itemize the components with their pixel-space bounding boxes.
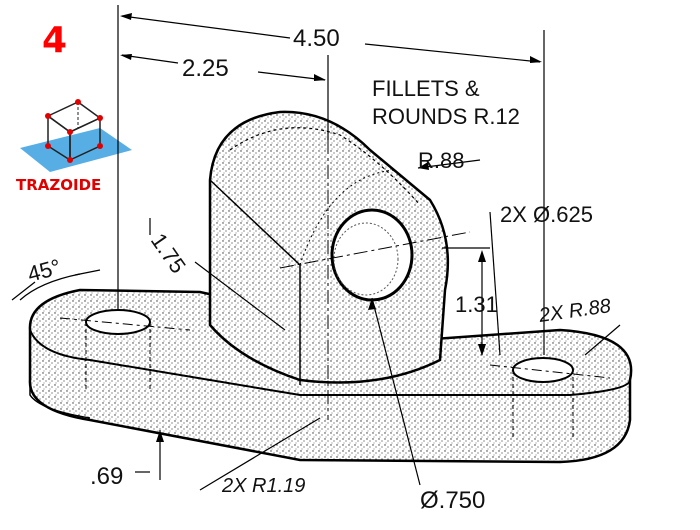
left-small-hole bbox=[85, 309, 151, 390]
dim-base-end-radius: 2X R.88 bbox=[537, 295, 613, 327]
dim-hole-height: 1.31 bbox=[455, 292, 498, 317]
dimension-lines bbox=[11, 5, 621, 491]
figure-number: 4 bbox=[42, 20, 67, 61]
note-fillets-line1: FILLETS & bbox=[372, 76, 480, 101]
brand-name: TRAZOIDE bbox=[16, 176, 101, 194]
upright-boss bbox=[208, 110, 450, 385]
cube-on-plane-icon bbox=[20, 99, 132, 172]
dim-half-length: 2.25 bbox=[182, 55, 229, 82]
dim-overall-length: 4.50 bbox=[293, 25, 340, 52]
dim-upright-height: 1.75 bbox=[146, 229, 191, 278]
dim-big-hole: Ø.750 bbox=[420, 487, 485, 514]
dim-upright-radius: R.88 bbox=[418, 148, 464, 173]
right-small-hole bbox=[512, 357, 574, 440]
large-hole bbox=[330, 208, 414, 302]
dim-small-holes: 2X Ø.625 bbox=[500, 202, 593, 227]
dim-angle: 45° bbox=[25, 254, 64, 287]
dim-base-side-radius: 2X R1.19 bbox=[221, 475, 305, 497]
centerlines bbox=[59, 90, 611, 420]
dim-base-thickness: .69 bbox=[90, 463, 123, 490]
note-fillets-line2: ROUNDS R.12 bbox=[372, 104, 520, 129]
arrowheads bbox=[120, 13, 542, 442]
